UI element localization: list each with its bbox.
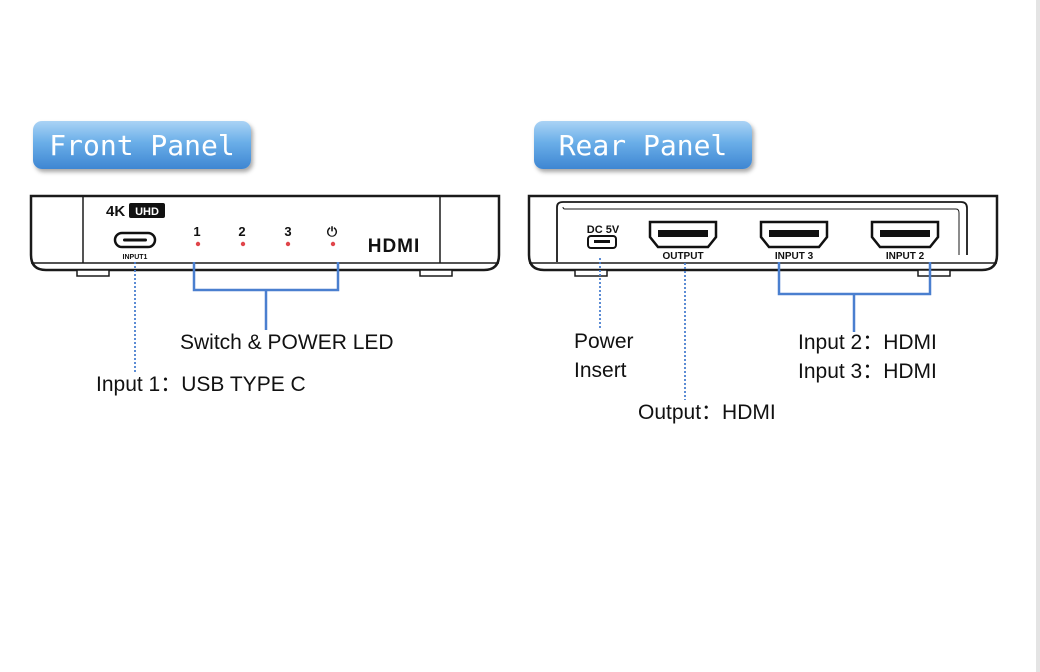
hdmi-logo: HDMI bbox=[368, 236, 421, 257]
input2-hdmi-tongue bbox=[880, 230, 930, 237]
front-device bbox=[29, 194, 501, 277]
led-label-1: 1 bbox=[193, 224, 200, 239]
led-2 bbox=[240, 241, 246, 247]
led-label-power: ⏻ bbox=[327, 224, 338, 239]
rear-panel-title: Rear Panel bbox=[534, 121, 752, 169]
dc-jack-pin bbox=[594, 240, 610, 243]
led-power bbox=[330, 241, 336, 247]
input3-port-label: INPUT 3 bbox=[775, 251, 814, 262]
led-label-2: 2 bbox=[238, 224, 245, 239]
input1-port-label: INPUT1 bbox=[123, 254, 148, 261]
input2-callout: Input 2：HDMI bbox=[798, 331, 937, 354]
power-insert-callout-line2: Insert bbox=[574, 359, 627, 382]
switch-power-led-callout: Switch & POWER LED bbox=[180, 331, 394, 354]
input3-hdmi-tongue bbox=[769, 230, 819, 237]
front-panel-title: Front Panel bbox=[33, 121, 251, 169]
badge-uhd: UHD bbox=[135, 206, 159, 218]
uhd-badge-box bbox=[129, 203, 165, 218]
usb-c-tongue bbox=[123, 238, 147, 242]
input1-callout: Input 1：USB TYPE C bbox=[96, 373, 306, 396]
output-hdmi-tongue bbox=[658, 230, 708, 237]
output-port-label: OUTPUT bbox=[662, 251, 703, 262]
badge-4k: 4K bbox=[106, 203, 125, 220]
page-edge bbox=[1036, 0, 1040, 672]
led-bracket bbox=[192, 262, 340, 330]
led-3 bbox=[285, 241, 291, 247]
input2-port-label: INPUT 2 bbox=[886, 251, 925, 262]
output-callout: Output：HDMI bbox=[638, 401, 776, 424]
input3-callout: Input 3：HDMI bbox=[798, 360, 937, 383]
led-label-3: 3 bbox=[284, 224, 291, 239]
inputs-bracket bbox=[777, 262, 932, 332]
led-1 bbox=[195, 241, 201, 247]
power-insert-callout-line1: Power bbox=[574, 330, 634, 353]
dc-5v-label: DC 5V bbox=[587, 224, 620, 236]
